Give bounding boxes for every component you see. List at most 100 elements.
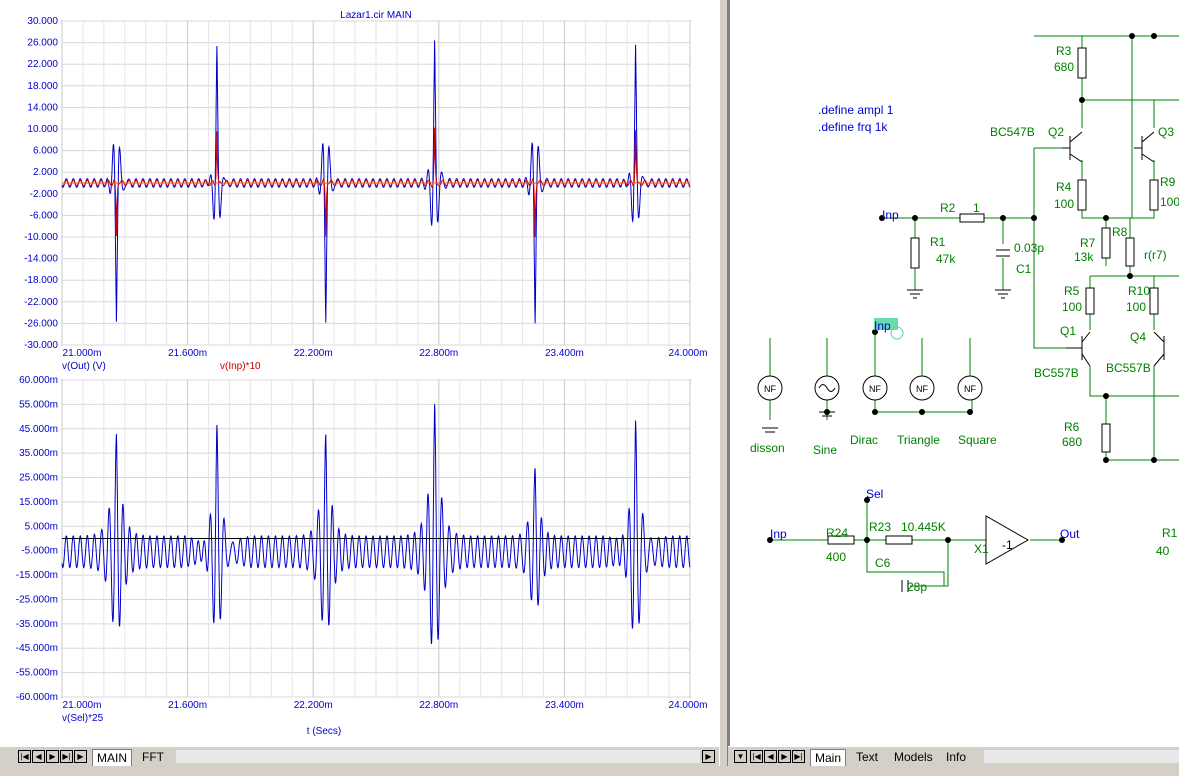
svg-text:0.03p: 0.03p [1014, 241, 1044, 255]
svg-text:Q3: Q3 [1158, 125, 1174, 139]
y-tick-label: 10.000 [27, 124, 58, 135]
y-tick-label: -10.000 [24, 232, 58, 243]
last-page-button[interactable]: ▶| [792, 750, 805, 763]
define-text[interactable]: .define ampl 1 .define frq 1k [818, 103, 894, 134]
x-tick-label: 23.400m [545, 700, 584, 711]
y-tick-label: 35.000m [19, 448, 58, 459]
trace-vout [61, 40, 691, 324]
capacitor-c1 [996, 249, 1010, 257]
next-page-button[interactable]: ▶ [46, 750, 59, 763]
legend-vinp[interactable]: v(Inp)*10 [220, 361, 261, 372]
svg-text:Q4: Q4 [1130, 330, 1146, 344]
x-tick-label: 24.000m [669, 348, 708, 359]
schematic-canvas[interactable]: NF NF NF NF .define ampl 1 .define frq 1… [730, 0, 1179, 746]
prev-page-button[interactable]: ◀ [32, 750, 45, 763]
tab-schematic-main[interactable]: Main [810, 749, 847, 766]
tab-text[interactable]: Text [856, 750, 879, 764]
y-tick-label: 14.000 [27, 102, 58, 113]
svg-text:C1: C1 [1016, 262, 1032, 276]
svg-text:R1: R1 [1162, 526, 1178, 540]
top-traces [61, 40, 691, 324]
svg-text:R8: R8 [1112, 225, 1128, 239]
svg-text:R6: R6 [1064, 420, 1080, 434]
svg-text:100: 100 [1126, 300, 1146, 314]
schematic-pane[interactable]: NF NF NF NF .define ampl 1 .define frq 1… [728, 0, 1179, 746]
svg-text:.define frq 1k: .define frq 1k [818, 120, 888, 134]
svg-text:Triangle: Triangle [897, 433, 940, 447]
nodes [767, 33, 1157, 543]
svg-text:X1: X1 [974, 542, 989, 556]
x-tick-label: 23.400m [545, 348, 584, 359]
svg-text:28p: 28p [907, 580, 927, 594]
svg-text:Dirac: Dirac [850, 433, 878, 447]
next-page-button[interactable]: ▶ [778, 750, 791, 763]
svg-text:-1: -1 [1002, 538, 1013, 552]
x-tick-label: 21.600m [168, 700, 207, 711]
selected-node-highlight [874, 318, 898, 330]
tab-info[interactable]: Info [946, 750, 967, 764]
x-tick-label: 21.000m [63, 700, 102, 711]
x-axis-label: t (Secs) [307, 726, 341, 737]
svg-text:BC557B: BC557B [1106, 361, 1151, 375]
svg-text:.define ampl 1: .define ampl 1 [818, 103, 894, 117]
legend-vsel[interactable]: v(Sel)*25 [62, 713, 104, 724]
schematic-tab-bar: ▼ |◀ ◀ ▶ ▶| Main Text Models Info [728, 746, 1179, 767]
opamp-x1[interactable] [985, 515, 1030, 565]
nf-labels: NF NF NF NF [764, 384, 976, 394]
x-tick-label: 22.800m [419, 348, 458, 359]
status-strip [0, 766, 1179, 776]
prev-page-button[interactable]: ◀ [764, 750, 777, 763]
y-tick-label: -55.000m [16, 668, 58, 679]
svg-text:400: 400 [826, 550, 846, 564]
svg-text:680: 680 [1062, 435, 1082, 449]
svg-text:r(r7): r(r7) [1144, 248, 1167, 262]
tab-main[interactable]: MAIN [92, 749, 132, 766]
svg-text:C6: C6 [875, 556, 891, 570]
bottom-traces [61, 404, 691, 645]
svg-text:R9: R9 [1160, 175, 1176, 189]
svg-text:1: 1 [973, 201, 980, 215]
svg-text:100: 100 [1054, 197, 1074, 211]
y-tick-label: 5.000m [25, 521, 58, 532]
node-labels[interactable]: Inp Inp Sel Inp Out [770, 208, 1080, 541]
plot-horizontal-scrollbar[interactable] [176, 750, 700, 763]
svg-text:Inp: Inp [874, 319, 891, 333]
tab-fft[interactable]: FFT [142, 750, 164, 764]
y-tick-label: -25.000m [16, 594, 58, 605]
svg-text:NF: NF [869, 384, 881, 394]
plot-tab-bar: |◀ ◀ ▶ ▶| ▶ MAIN FFT ▶ [0, 746, 719, 767]
component-labels[interactable]: R3 680 BC547B Q2 Q3 R4 100 R9 100 R2 1 R… [750, 44, 1179, 594]
plot-canvas[interactable]: Lazar1.cir MAIN 30.00026.00022.00018.000… [0, 0, 719, 746]
top-y-tick-labels: 30.00026.00022.00018.00014.00010.0006.00… [24, 16, 58, 351]
y-tick-label: 18.000 [27, 81, 58, 92]
svg-text:40: 40 [1156, 544, 1170, 558]
source-symbols[interactable] [757, 375, 983, 401]
y-tick-label: 15.000m [19, 497, 58, 508]
svg-text:R4: R4 [1056, 180, 1072, 194]
dropdown-icon[interactable]: ▼ [734, 750, 747, 763]
legend-vout[interactable]: v(Out) (V) [62, 361, 106, 372]
first-page-button[interactable]: |◀ [18, 750, 31, 763]
scroll-right-button[interactable]: ▶ [74, 750, 87, 763]
last-page-button[interactable]: ▶| [60, 750, 73, 763]
svg-text:100: 100 [1062, 300, 1082, 314]
pane-splitter[interactable] [719, 0, 728, 776]
tab-models[interactable]: Models [894, 750, 933, 764]
schematic-horizontal-scrollbar[interactable] [984, 750, 1179, 763]
scroll-end-button[interactable]: ▶ [702, 750, 715, 763]
probe-cursor-icon [890, 326, 904, 340]
svg-text:disson: disson [750, 441, 785, 455]
y-tick-label: -45.000m [16, 643, 58, 654]
y-tick-label: -22.000 [24, 297, 58, 308]
y-tick-label: 2.000 [33, 167, 58, 178]
y-tick-label: 55.000m [19, 399, 58, 410]
y-tick-label: 26.000 [27, 38, 58, 49]
first-page-button[interactable]: |◀ [750, 750, 763, 763]
y-tick-label: -14.000 [24, 254, 58, 265]
ground-symbols [762, 289, 1011, 433]
svg-text:R10: R10 [1128, 284, 1150, 298]
svg-text:680: 680 [1054, 60, 1074, 74]
